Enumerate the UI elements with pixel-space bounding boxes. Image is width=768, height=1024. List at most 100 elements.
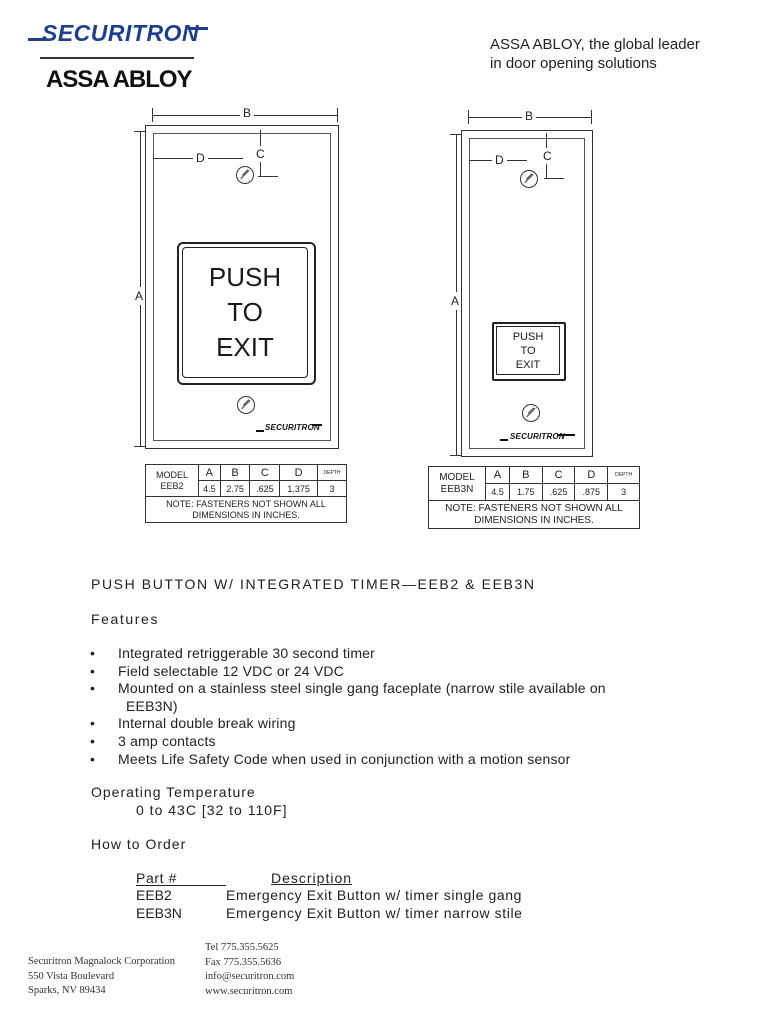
spec-table-eeb3n: MODEL EEB3N A B C D DEPTH 4.5 1.75 .625 …	[428, 466, 640, 529]
dim-a-tick-top	[134, 131, 146, 132]
footer-email[interactable]: info@securitron.com	[205, 971, 295, 982]
model-value: EEB3N	[440, 483, 474, 495]
dim-d-label: D	[492, 153, 507, 167]
note-line2: DIMENSIONS IN INCHES.	[474, 514, 594, 526]
dim-b-tick-right	[591, 110, 592, 124]
screw-bottom-icon	[522, 404, 540, 422]
button-text-line2: TO	[227, 297, 263, 327]
header-b: B	[508, 466, 543, 484]
how-to-order-heading: How to Order	[91, 836, 187, 852]
model-cell: MODEL EEB3N	[428, 466, 486, 501]
dim-c-label: C	[543, 148, 552, 164]
button-text-line1: PUSH	[512, 330, 544, 343]
dim-a-tick-bottom	[450, 455, 462, 456]
footer-street: 550 Vista Boulevard	[28, 970, 115, 982]
header-a: A	[485, 466, 510, 484]
list-item: 3 amp contacts	[90, 733, 606, 751]
value-b: 1.75	[508, 483, 543, 501]
plate-logo-eeb2: SECURITRON	[265, 423, 320, 432]
feature-text: Integrated retriggerable 30 second timer	[118, 645, 376, 661]
value-a: 4.5	[198, 480, 221, 497]
value-a: 4.5	[485, 483, 510, 501]
order-col-part-underline	[136, 885, 226, 886]
header-c: C	[541, 466, 576, 484]
header-b: B	[219, 464, 251, 481]
value-b: 2.75	[219, 480, 251, 497]
operating-temperature-value: 0 to 43C [32 to 110F]	[136, 802, 288, 818]
dim-a-label: A	[451, 292, 460, 310]
list-item: Mounted on a stainless steel single gang…	[90, 680, 606, 715]
logo-wordmark: SECURITRON	[42, 20, 200, 46]
table-note: NOTE: FASTENERS NOT SHOWN ALL DIMENSIONS…	[145, 496, 347, 523]
note-line1: NOTE: FASTENERS NOT SHOWN ALL	[445, 502, 623, 514]
plate-logo-line-right	[312, 424, 322, 426]
footer-fax: Fax 775.355.5636	[205, 956, 282, 968]
dim-d-label: D	[193, 151, 208, 165]
plate-logo-eeb3n: SECURITRON	[510, 432, 565, 441]
header-d: D	[279, 464, 319, 481]
plate-logo-line-right	[557, 434, 575, 436]
value-d: 1.375	[279, 480, 319, 497]
footer-address: Securitron Magnalock Corporation 550 Vis…	[28, 955, 175, 999]
operating-temperature-heading: Operating Temperature	[91, 784, 256, 800]
footer-tel: Tel 775.355.5625	[205, 942, 279, 953]
push-button-face-eeb2: PUSH TO EXIT	[182, 247, 308, 378]
note-line1: NOTE: FASTENERS NOT SHOWN ALL	[166, 498, 326, 509]
push-button-eeb3n	[492, 322, 566, 381]
screw-bottom-icon	[237, 396, 255, 414]
list-item: Integrated retriggerable 30 second timer	[90, 645, 606, 663]
dim-a-label: A	[135, 287, 144, 305]
header-d: D	[574, 466, 609, 484]
screw-top-icon	[236, 166, 254, 184]
plate-logo-line-left	[256, 430, 264, 432]
logo-divider	[40, 57, 194, 59]
spec-table-eeb2: MODEL EEB2 A B C D DEPTH 4.5 2.75 .625 1…	[145, 464, 347, 523]
dim-c-tick	[544, 178, 564, 179]
feature-text: Mounted on a stainless steel single gang…	[118, 680, 606, 697]
button-text-line3: EXIT	[216, 332, 274, 362]
feature-text: Internal double break wiring	[118, 715, 296, 732]
faceplate-bevel-eeb2	[153, 133, 331, 441]
features-list: Integrated retriggerable 30 second timer…	[90, 645, 606, 768]
order-part-eeb3n: EEB3N	[136, 905, 182, 921]
order-part-eeb2: EEB2	[136, 887, 172, 903]
dim-b-label: B	[522, 109, 537, 123]
logo-overline	[188, 27, 208, 30]
note-line2: DIMENSIONS IN INCHES.	[192, 509, 300, 520]
features-heading: Features	[91, 611, 160, 627]
tagline: ASSA ABLOY, the global leader in door op…	[490, 35, 700, 73]
button-text-line3: EXIT	[515, 358, 541, 371]
model-cell: MODEL EEB2	[145, 464, 199, 497]
feature-text: Meets Life Safety Code when used in conj…	[118, 750, 571, 767]
page-title: PUSH BUTTON W/ INTEGRATED TIMER—EEB2 & E…	[91, 576, 536, 592]
faceplate-bevel-eeb3n	[469, 138, 585, 449]
dim-a-tick-bottom	[134, 446, 146, 447]
dim-b-tick-left	[152, 108, 153, 122]
value-c: .625	[249, 480, 281, 497]
model-label: MODEL	[155, 469, 188, 480]
button-text-line2: TO	[520, 344, 536, 357]
button-text-line1: PUSH	[208, 262, 282, 292]
dim-c-tick	[258, 176, 278, 177]
tagline-line1: ASSA ABLOY, the global leader	[490, 36, 700, 53]
feature-text-continued: EEB3N)	[126, 697, 178, 714]
header-c: C	[249, 464, 281, 481]
value-depth: 3	[607, 483, 640, 501]
order-col-description: Description	[271, 870, 353, 886]
feature-text: Field selectable 12 VDC or 24 VDC	[118, 662, 345, 679]
table-note: NOTE: FASTENERS NOT SHOWN ALL DIMENSIONS…	[428, 500, 640, 529]
push-button-eeb2	[177, 242, 316, 385]
dim-a-tick-top	[450, 134, 462, 135]
dim-b-tick-left	[468, 110, 469, 124]
logo-underline	[28, 38, 46, 41]
dim-c-label: C	[256, 146, 265, 162]
tagline-line2: in door opening solutions	[490, 55, 657, 72]
push-button-face-eeb3n: PUSH TO EXIT	[496, 326, 560, 375]
order-col-part: Part #	[136, 870, 177, 886]
list-item: Meets Life Safety Code when used in conj…	[90, 751, 606, 769]
screw-top-icon	[520, 170, 538, 188]
footer-company: Securitron Magnalock Corporation	[28, 956, 175, 967]
model-label: MODEL	[439, 471, 475, 483]
header-depth: DEPTH	[607, 466, 640, 484]
footer-website[interactable]: www.securitron.com	[205, 985, 293, 997]
